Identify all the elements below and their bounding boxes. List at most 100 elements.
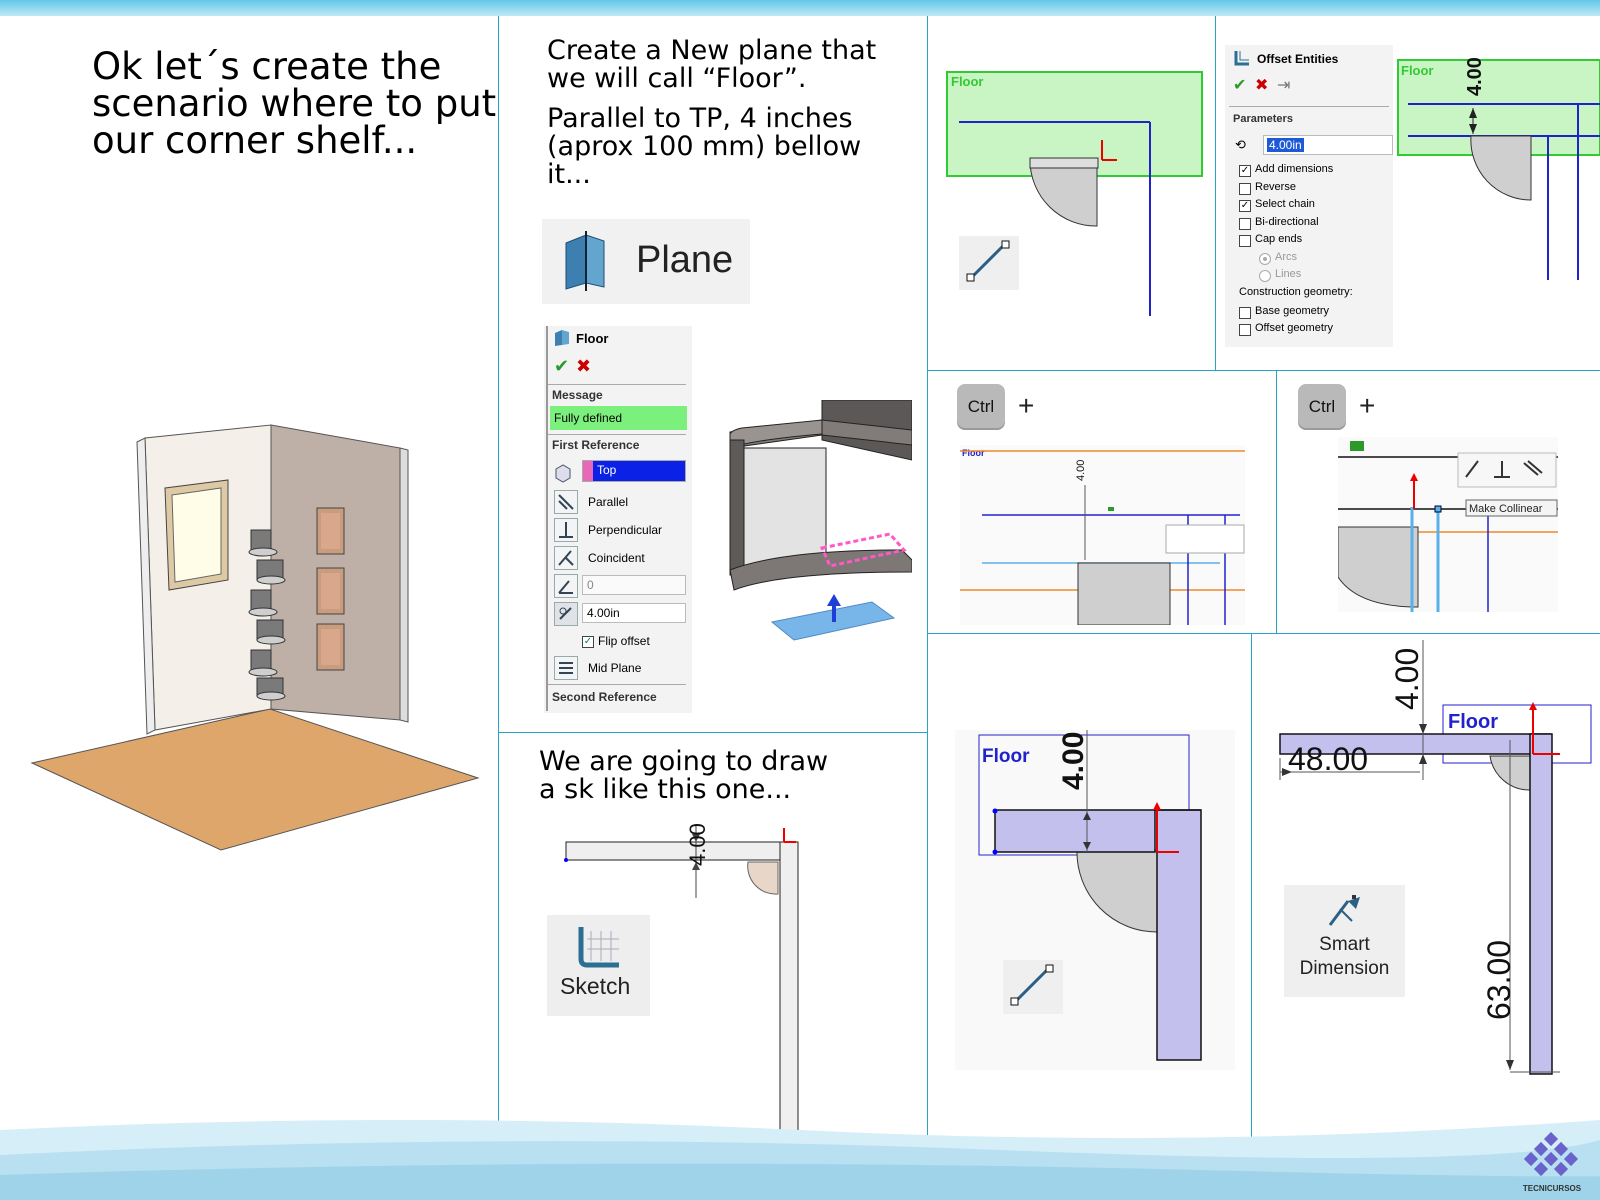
- option-perpendicular[interactable]: Perpendicular: [588, 523, 663, 537]
- angle-field[interactable]: 0: [582, 575, 686, 595]
- line-tool-button[interactable]: [1003, 960, 1063, 1014]
- radio-button[interactable]: [1259, 270, 1271, 282]
- divider: [927, 370, 1600, 371]
- divider: [1276, 370, 1277, 633]
- ctrl-key: Ctrl: [1298, 384, 1346, 430]
- offset-value: 4.00in: [1267, 138, 1304, 152]
- dimension-label: 4.00: [1464, 57, 1486, 96]
- construction-header: Construction geometry:: [1239, 285, 1353, 298]
- ok-icon[interactable]: ✔: [554, 356, 570, 376]
- radio-label: Lines: [1275, 268, 1302, 280]
- label-line: Smart: [1319, 934, 1370, 955]
- panel-title: Offset Entities: [1257, 52, 1339, 66]
- smart-dimension-button[interactable]: Smart Dimension: [1284, 885, 1405, 997]
- plane-instructions: Create a New plane that we will call “Fl…: [547, 37, 876, 189]
- checkbox-label: Reverse: [1255, 180, 1296, 193]
- panel-title: Floor: [576, 331, 609, 346]
- checkbox-label: Select chain: [1255, 198, 1315, 210]
- checkbox[interactable]: [1239, 306, 1251, 319]
- flip-offset-checkbox[interactable]: ✓: [582, 636, 594, 648]
- checkbox-label: Base geometry: [1255, 304, 1329, 317]
- perpendicular-icon[interactable]: [554, 518, 578, 542]
- checkbox[interactable]: [1239, 217, 1251, 230]
- collinear-preview: Make Collinear: [1338, 437, 1558, 612]
- line-icon: [1010, 964, 1054, 1006]
- flip-offset-label: Flip offset: [598, 634, 650, 648]
- divider: [1251, 633, 1252, 1144]
- checkbox[interactable]: [1239, 235, 1251, 247]
- face-icon: [552, 462, 574, 484]
- radio-label: Arcs: [1275, 250, 1297, 263]
- room-illustration: [30, 424, 480, 851]
- floor-label: Floor: [1401, 63, 1434, 78]
- cancel-icon[interactable]: ✖: [576, 356, 592, 376]
- second-reference-header: Second Reference: [552, 690, 657, 704]
- sketch-drawing: 4.00: [564, 823, 799, 1143]
- plus-sign: +: [1018, 390, 1035, 421]
- mid-plane-icon[interactable]: [554, 656, 578, 680]
- line-icon: [966, 240, 1010, 282]
- divider: [498, 732, 927, 733]
- dimension-label: 4.00: [1389, 648, 1425, 710]
- ctrl-select-preview: Floor 4.00: [960, 445, 1245, 625]
- distance-icon[interactable]: [554, 602, 578, 626]
- footer-wave: [0, 1120, 1600, 1200]
- shelf-3d-preview: [729, 400, 912, 641]
- checkbox-label: Cap ends: [1255, 233, 1303, 245]
- ctrl-key: Ctrl: [957, 384, 1005, 430]
- room-floor: [30, 708, 480, 851]
- ok-icon[interactable]: ✔: [1233, 77, 1247, 94]
- angle-icon[interactable]: [554, 574, 578, 598]
- checkbox[interactable]: ✓: [1239, 165, 1251, 177]
- divider: [927, 16, 928, 1144]
- plane-property-panel: Floor ✔ ✖ Message Fully defined First Re…: [544, 326, 692, 713]
- smart-dimension-label: Smart Dimension: [1284, 933, 1405, 981]
- checkbox-label: Add dimensions: [1255, 163, 1334, 175]
- text-line: it...: [547, 159, 591, 190]
- dimension-label: 4.00: [685, 823, 710, 866]
- distance-field[interactable]: 4.00in: [582, 603, 686, 623]
- plane-button[interactable]: Plane: [542, 219, 750, 304]
- parameters-header: Parameters: [1233, 113, 1293, 125]
- divider: [498, 16, 499, 1144]
- floor-sketch-preview: Floor: [946, 71, 1203, 316]
- cancel-icon[interactable]: ✖: [1255, 77, 1269, 94]
- top-banner: [0, 0, 1600, 16]
- option-parallel[interactable]: Parallel: [588, 495, 629, 509]
- plane-icon: [565, 231, 605, 291]
- floor-label: Floor: [951, 74, 984, 89]
- offset-distance-field[interactable]: 4.00in: [1263, 135, 1393, 155]
- line-tool-button[interactable]: [959, 236, 1019, 290]
- intro-text: Ok let´s create the scenario where to pu…: [92, 48, 496, 159]
- plane-label: Plane: [636, 239, 734, 281]
- floor-label: Floor: [1448, 711, 1498, 733]
- checkbox[interactable]: [1239, 182, 1251, 195]
- parallel-icon[interactable]: [554, 490, 578, 514]
- text-line: (aprox 100 mm) bellow: [547, 131, 862, 162]
- distance-icon: ⟲: [1235, 137, 1246, 152]
- result-sketch: Floor 4.00: [955, 730, 1235, 1070]
- radio-button[interactable]: [1259, 252, 1271, 265]
- text-line: Create a New plane that: [547, 35, 877, 66]
- smart-dimension-sketch: Floor 4.00 48.00 63.00: [1279, 640, 1592, 1075]
- text-line: we will call “Floor”.: [547, 63, 807, 94]
- text-line: a sk like this one...: [539, 774, 792, 805]
- pin-icon[interactable]: ⇥: [1277, 77, 1291, 94]
- sketch-instructions: We are going to draw a sk like this one.…: [539, 748, 828, 804]
- option-coincident[interactable]: Coincident: [588, 551, 645, 565]
- dimension-label: 4.00: [1075, 460, 1087, 481]
- reference-value: Top: [597, 463, 617, 477]
- tooltip: Make Collinear: [1469, 503, 1543, 515]
- mid-plane-label[interactable]: Mid Plane: [588, 661, 642, 675]
- dimension-label: 48.00: [1288, 741, 1368, 777]
- checkbox-label: Bi-directional: [1255, 215, 1319, 228]
- sketch-button[interactable]: Sketch: [547, 915, 650, 1016]
- divider: [1215, 16, 1216, 370]
- checkbox[interactable]: [1239, 324, 1251, 336]
- checkbox[interactable]: ✓: [1239, 200, 1251, 212]
- coincident-icon[interactable]: [554, 546, 578, 570]
- dimension-label: 4.00: [1057, 732, 1090, 790]
- first-reference-header: First Reference: [552, 438, 640, 452]
- reference-field[interactable]: Top: [582, 460, 686, 482]
- dimension-label: 63.00: [1481, 940, 1517, 1020]
